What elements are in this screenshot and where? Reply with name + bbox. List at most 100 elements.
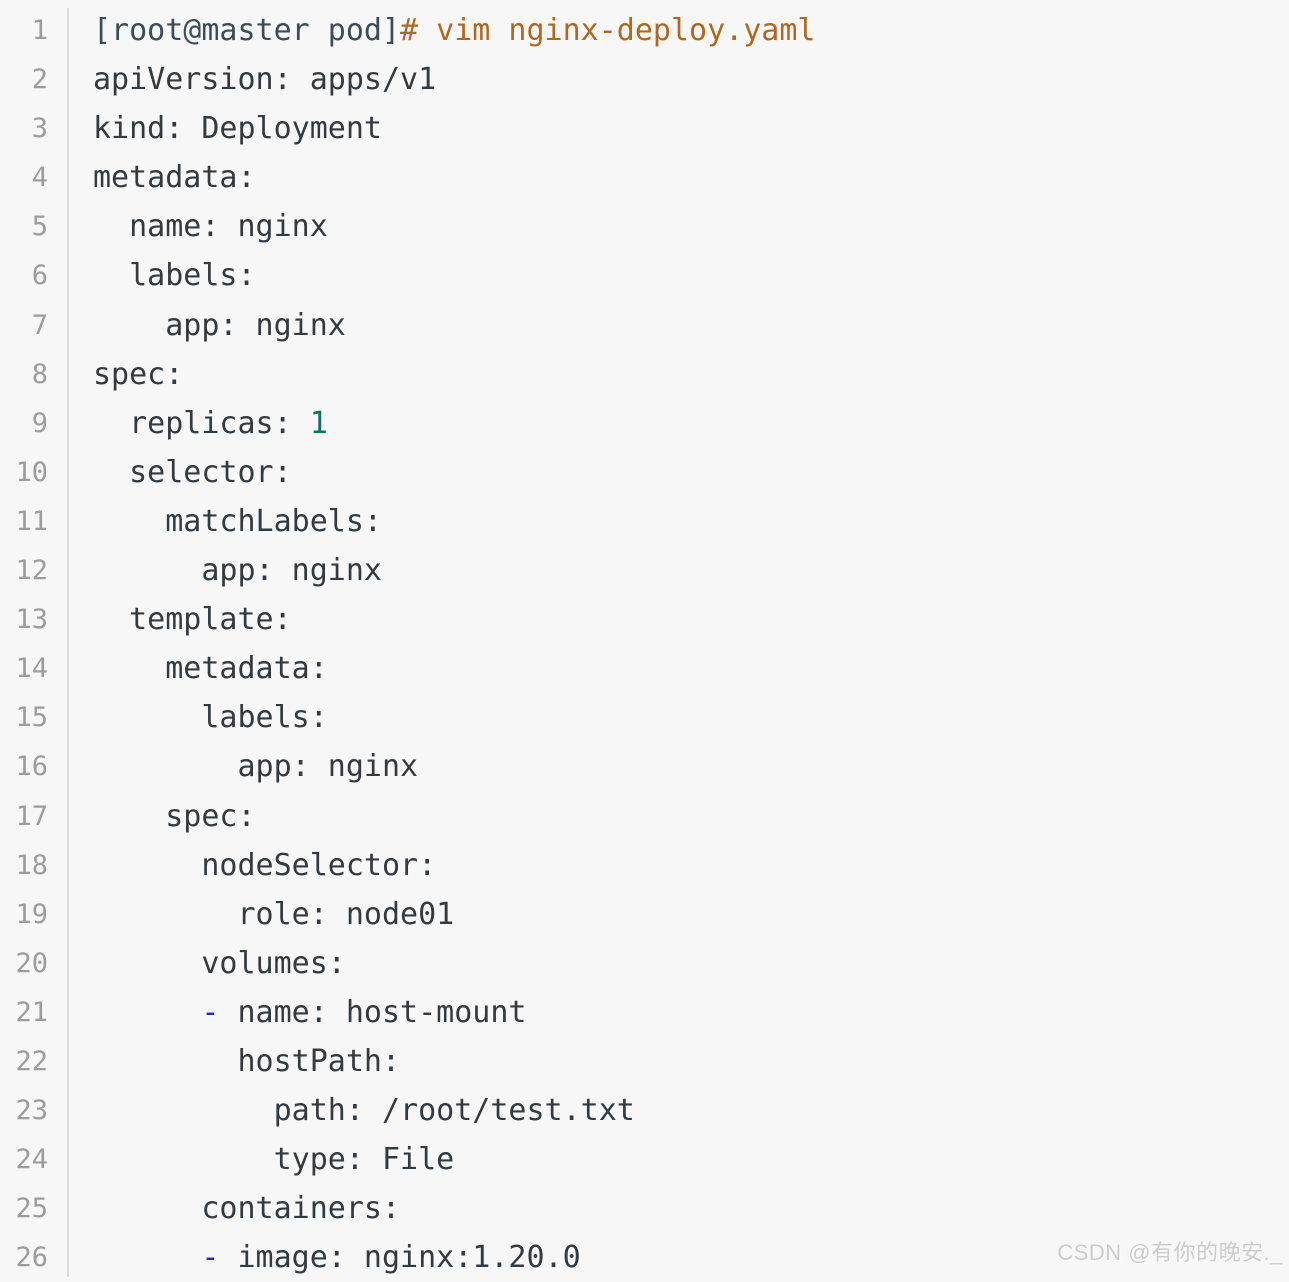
code-line: 19 role: node01 bbox=[0, 890, 1289, 939]
line-number: 12 bbox=[15, 555, 48, 587]
code-segment: nodeSelector: bbox=[93, 847, 437, 883]
line-number: 7 bbox=[31, 309, 48, 341]
line-number: 15 bbox=[15, 702, 48, 734]
code-segment: 1 bbox=[309, 405, 328, 441]
code-segment: metadata: bbox=[93, 160, 256, 196]
code-segment: [root@master pod] bbox=[93, 13, 401, 48]
line-number: 3 bbox=[31, 113, 48, 145]
code-segment: replicas: bbox=[93, 405, 310, 441]
code-text: [root@master pod]# vim nginx-deploy.yaml bbox=[68, 6, 1289, 55]
code-text: hostPath: bbox=[68, 1037, 1289, 1086]
code-line: 7 app: nginx bbox=[0, 301, 1289, 350]
line-number: 22 bbox=[15, 1045, 48, 1077]
code-segment: containers: bbox=[93, 1191, 401, 1227]
code-segment: hostPath: bbox=[93, 1043, 401, 1079]
code-segment: matchLabels: bbox=[93, 503, 382, 539]
code-text: containers: bbox=[68, 1184, 1289, 1233]
line-number: 24 bbox=[15, 1144, 48, 1176]
line-number: 9 bbox=[31, 407, 48, 439]
line-number: 17 bbox=[15, 800, 48, 832]
code-text: kind: Deployment bbox=[68, 104, 1289, 153]
code-line: 18 nodeSelector: bbox=[0, 841, 1289, 890]
code-segment: role: node01 bbox=[93, 896, 455, 932]
code-line: 12 app: nginx bbox=[0, 546, 1289, 595]
code-text: - image: nginx:1.20.0 bbox=[68, 1233, 1289, 1282]
line-number: 26 bbox=[15, 1242, 48, 1274]
code-line: 15 labels: bbox=[0, 693, 1289, 742]
code-text: metadata: bbox=[68, 153, 1289, 202]
code-line: 25 containers: bbox=[0, 1184, 1289, 1233]
code-text: replicas: 1 bbox=[68, 399, 1289, 448]
code-line: 17 spec: bbox=[0, 792, 1289, 841]
code-line: 10 selector: bbox=[0, 448, 1289, 497]
code-text: type: File bbox=[68, 1135, 1289, 1184]
code-segment: metadata: bbox=[93, 651, 328, 687]
code-line: 20 volumes: bbox=[0, 939, 1289, 988]
code-text: - name: host-mount bbox=[68, 988, 1289, 1037]
code-segment: apiVersion: apps/v1 bbox=[93, 62, 437, 98]
code-segment: - bbox=[201, 1240, 220, 1276]
line-number: 13 bbox=[15, 604, 48, 636]
code-line: 13 template: bbox=[0, 595, 1289, 644]
line-number: 11 bbox=[15, 505, 48, 537]
code-segment: name: nginx bbox=[93, 209, 328, 245]
code-segment: spec: bbox=[93, 356, 184, 392]
code-segment: selector: bbox=[93, 454, 292, 490]
line-number: 5 bbox=[31, 211, 48, 243]
code-text: app: nginx bbox=[68, 301, 1289, 350]
code-line: 22 hostPath: bbox=[0, 1037, 1289, 1086]
code-line: 21 - name: host-mount bbox=[0, 988, 1289, 1037]
code-line: 3 kind: Deployment bbox=[0, 104, 1289, 153]
code-line: 26 - image: nginx:1.20.0 bbox=[0, 1233, 1289, 1282]
code-text: template: bbox=[68, 595, 1289, 644]
code-line: 24 type: File bbox=[0, 1135, 1289, 1184]
code-line: 9 replicas: 1 bbox=[0, 399, 1289, 448]
line-number: 25 bbox=[15, 1193, 48, 1225]
line-number: 23 bbox=[15, 1095, 48, 1127]
code-text: metadata: bbox=[68, 644, 1289, 693]
code-segment: labels: bbox=[93, 700, 328, 736]
line-number: 21 bbox=[15, 996, 48, 1028]
code-text: volumes: bbox=[68, 939, 1289, 988]
code-line: 8 spec: bbox=[0, 350, 1289, 399]
line-number: 8 bbox=[31, 358, 48, 390]
code-line: 1 [root@master pod]# vim nginx-deploy.ya… bbox=[0, 6, 1289, 55]
line-number: 14 bbox=[15, 653, 48, 685]
code-segment: # vim nginx-deploy.yaml bbox=[400, 13, 816, 48]
code-text: labels: bbox=[68, 693, 1289, 742]
line-number: 10 bbox=[15, 456, 48, 488]
code-segment: spec: bbox=[93, 798, 256, 834]
code-line: 14 metadata: bbox=[0, 644, 1289, 693]
code-text: labels: bbox=[68, 251, 1289, 300]
code-text: apiVersion: apps/v1 bbox=[68, 55, 1289, 104]
code-line: 16 app: nginx bbox=[0, 742, 1289, 791]
code-segment: type: File bbox=[93, 1142, 455, 1178]
code-line: 6 labels: bbox=[0, 251, 1289, 300]
code-lines: 1 [root@master pod]# vim nginx-deploy.ya… bbox=[0, 6, 1289, 1282]
gutter-divider bbox=[67, 8, 69, 1277]
code-text: app: nginx bbox=[68, 546, 1289, 595]
code-segment bbox=[93, 995, 201, 1030]
line-number: 4 bbox=[31, 162, 48, 194]
code-segment: - bbox=[201, 994, 220, 1030]
code-text: path: /root/test.txt bbox=[68, 1086, 1289, 1135]
line-number: 1 bbox=[31, 15, 48, 46]
code-segment: app: nginx bbox=[93, 749, 419, 785]
line-number: 19 bbox=[15, 898, 48, 930]
code-segment: path: /root/test.txt bbox=[93, 1093, 635, 1129]
line-number: 18 bbox=[15, 849, 48, 881]
code-segment: template: bbox=[93, 602, 292, 638]
code-text: selector: bbox=[68, 448, 1289, 497]
code-line: 5 name: nginx bbox=[0, 202, 1289, 251]
code-line: 2 apiVersion: apps/v1 bbox=[0, 55, 1289, 104]
line-number: 2 bbox=[31, 64, 48, 96]
code-segment: kind: Deployment bbox=[93, 111, 382, 147]
code-line: 4 metadata: bbox=[0, 153, 1289, 202]
code-text: name: nginx bbox=[68, 202, 1289, 251]
code-text: spec: bbox=[68, 350, 1289, 399]
code-segment: name: host-mount bbox=[219, 994, 527, 1030]
line-number: 16 bbox=[15, 751, 48, 783]
code-text: spec: bbox=[68, 792, 1289, 841]
code-text: role: node01 bbox=[68, 890, 1289, 939]
